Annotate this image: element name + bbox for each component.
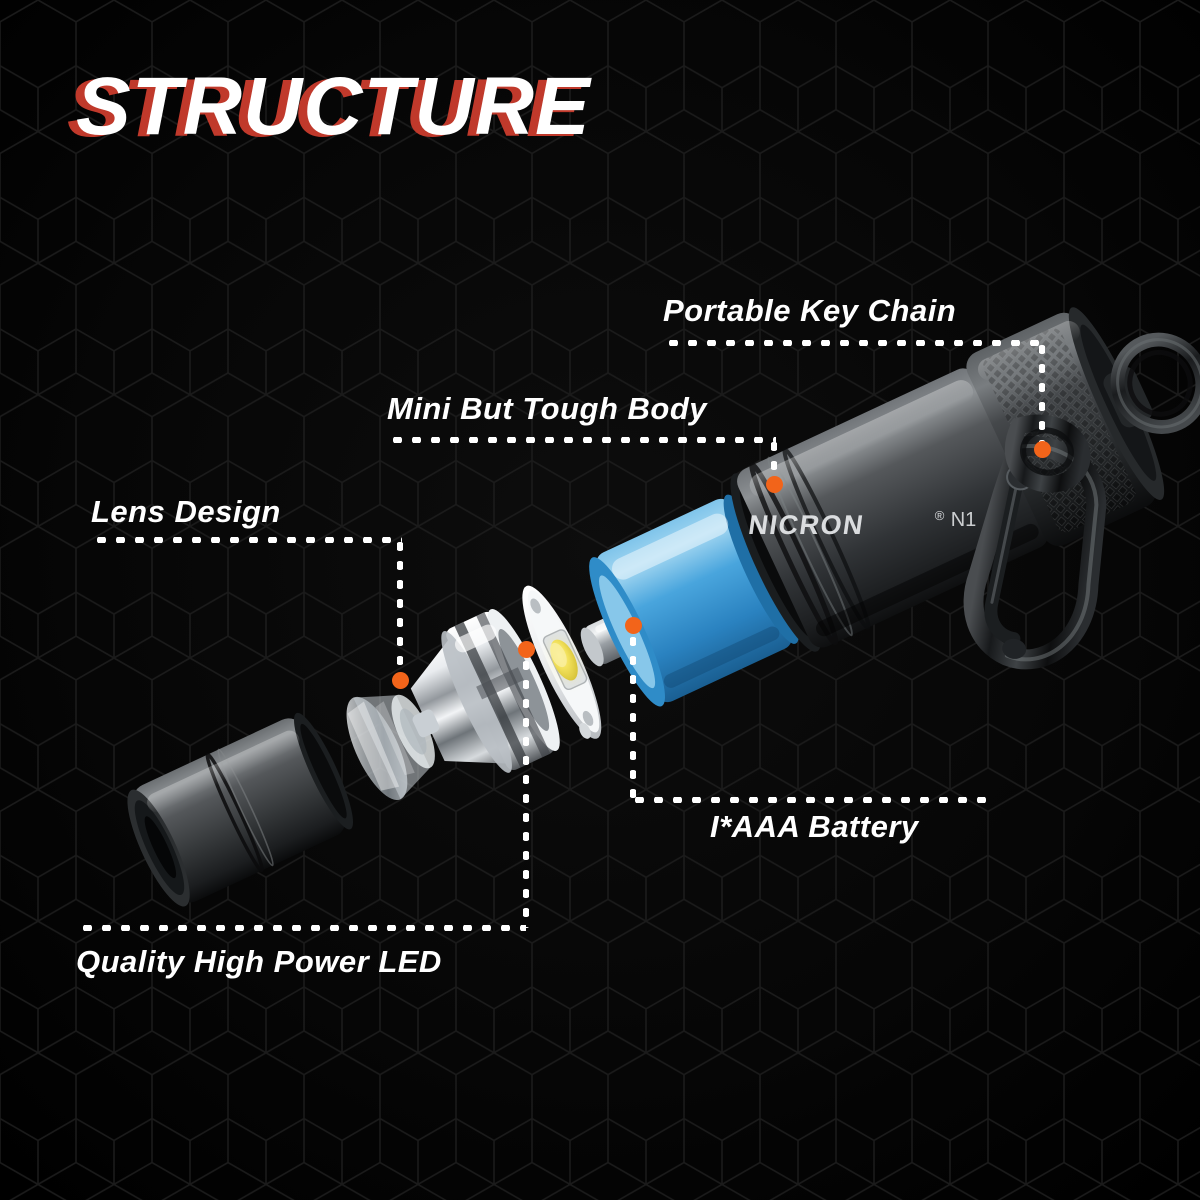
leader-line-high-power-led-horizontal [78, 925, 526, 931]
glass-lens [346, 694, 435, 800]
callout-label-mini-but-tough-body: Mini But Tough Body [387, 391, 707, 426]
page-title-shadow: STRUCTURE [67, 63, 582, 154]
callout-label-aaa-battery: I*AAA Battery [710, 809, 919, 844]
svg-text:N1: N1 [951, 509, 977, 531]
split-ring [1110, 332, 1200, 434]
callout-label-high-power-led: Quality High Power LED [76, 944, 442, 979]
marker-mini-but-tough-body [766, 476, 783, 493]
callout-label-lens-design: Lens Design [91, 494, 281, 529]
carabiner-clip [963, 414, 1107, 670]
page-title-text: STRUCTURE [76, 61, 591, 152]
callout-label-portable-key-chain: Portable Key Chain [663, 293, 957, 328]
marker-high-power-led [518, 641, 535, 658]
leader-line-lens-design-vertical [397, 537, 403, 683]
svg-text:®: ® [935, 508, 945, 523]
leader-line-aaa-battery-vertical [630, 632, 636, 800]
leader-line-lens-design-horizontal [92, 537, 402, 543]
led-emitter-board [522, 585, 602, 739]
leader-line-mini-but-tough-body-vertical [771, 437, 777, 489]
leader-line-high-power-led-vertical [523, 656, 529, 928]
marker-portable-key-chain [1034, 441, 1051, 458]
bezel-head-cap [127, 712, 354, 907]
svg-text:NICRON: NICRON [747, 509, 867, 540]
marker-aaa-battery [625, 617, 642, 634]
leader-line-aaa-battery-horizontal [630, 797, 986, 803]
leader-line-portable-key-chain-horizontal [664, 340, 1042, 346]
marker-lens-design [392, 672, 409, 689]
leader-line-portable-key-chain-vertical [1039, 340, 1045, 452]
brand-print: NICRON ® N1 [747, 508, 977, 540]
page-title: STRUCTURE STRUCTURE [67, 66, 591, 150]
leader-line-mini-but-tough-body-horizontal [388, 437, 776, 443]
